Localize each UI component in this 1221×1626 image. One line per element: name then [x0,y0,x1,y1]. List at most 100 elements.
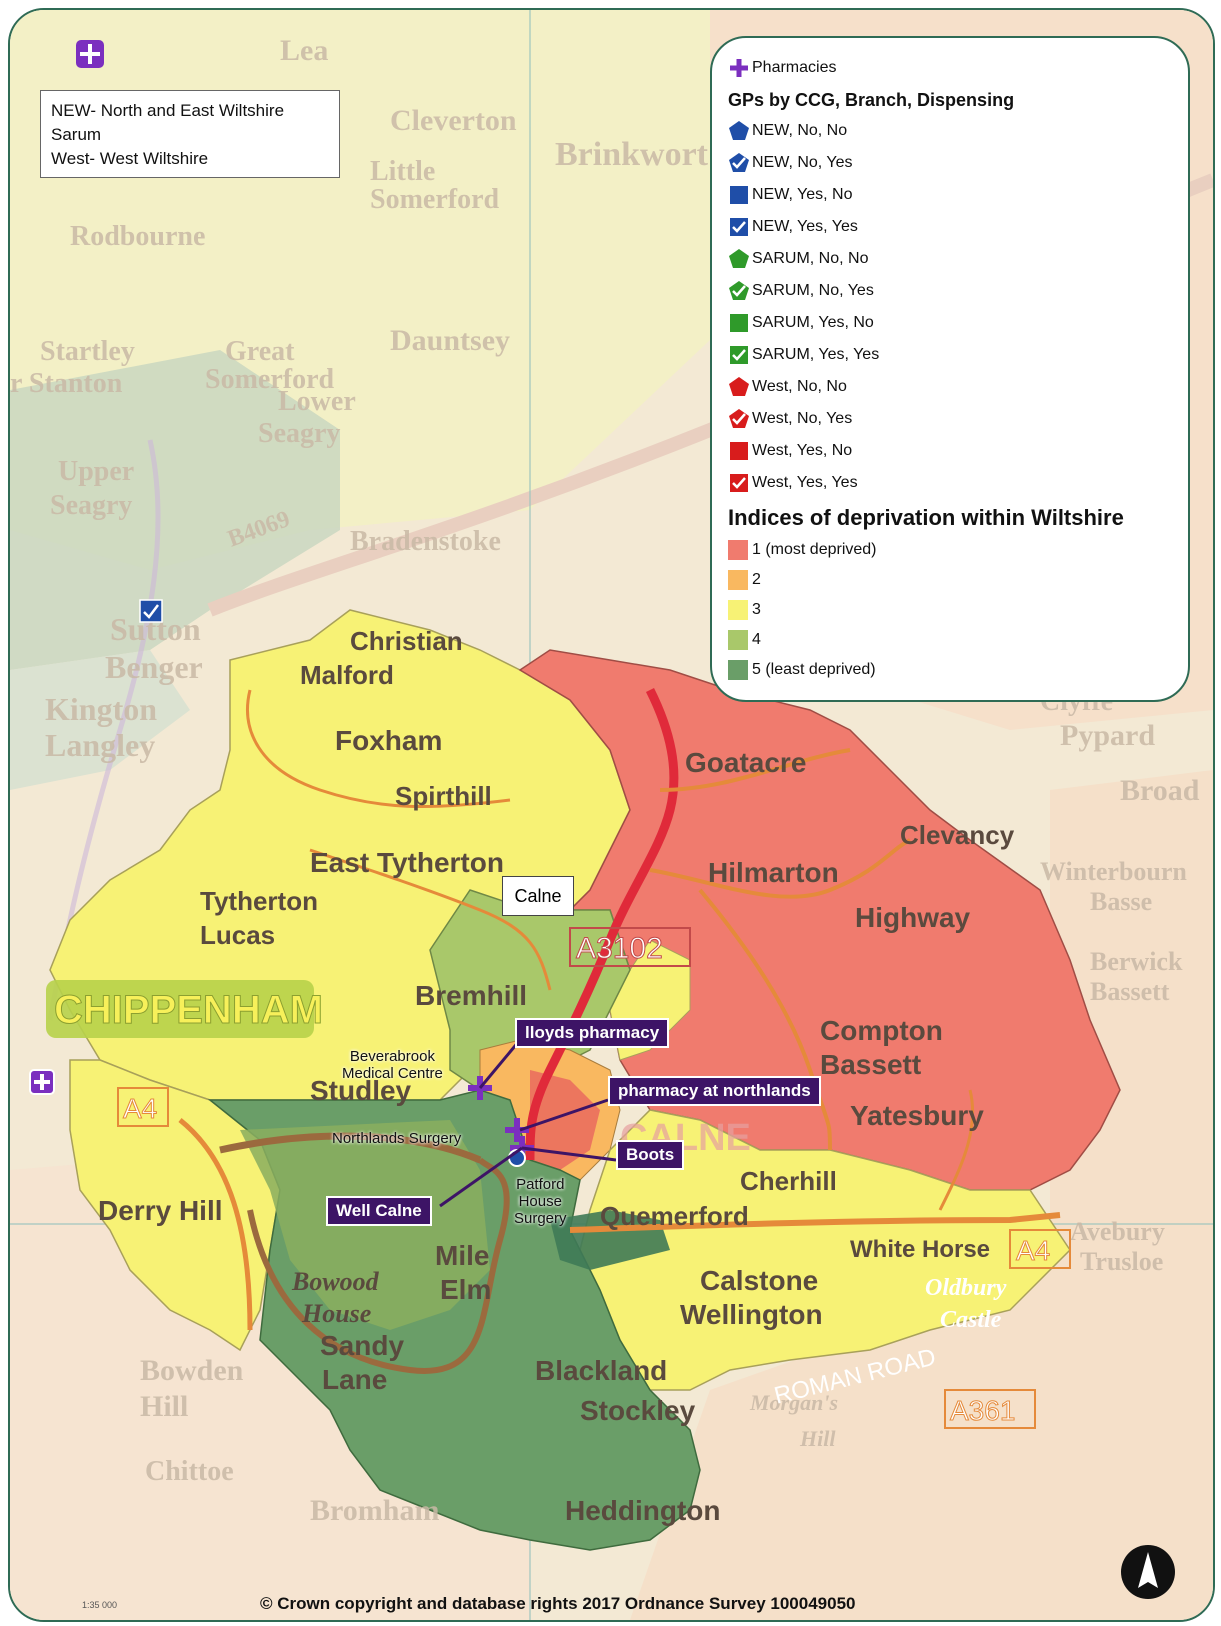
pharmacy-cross-icon [728,57,750,79]
legend-pharmacies-label: Pharmacies [752,59,837,76]
place-stanton: r Stanton [10,368,123,399]
place-bradenstoke: Bradenstoke [350,526,501,557]
legend-gp-item-label: NEW, Yes, No [752,186,853,203]
place-cleverton: Cleverton [390,104,517,137]
gp-pentagon-icon [728,248,750,270]
north-arrow-icon [1120,1544,1176,1600]
ccg-key-line-sarum: Sarum [51,125,102,144]
legend-gp-item-label: NEW, No, Yes [752,154,853,171]
legend-gp-item: SARUM, No, Yes [728,275,1174,307]
legend-deprivation-label: 3 [752,601,761,618]
place-rodbourne: Rodbourne [70,221,205,252]
callout-lloyds-pharmacy[interactable]: lloyds pharmacy [515,1018,670,1048]
legend-gp-item-label: West, Yes, No [752,442,853,459]
ccg-key-line-west: West- West Wiltshire [51,149,209,168]
place-east-tytherton: East Tytherton [310,847,504,878]
road-label-a4-right: A4 [1016,1235,1050,1266]
place-heddington: Heddington [565,1495,721,1526]
legend-gp-item-label: SARUM, Yes, Yes [752,346,880,363]
ccg-key-box: NEW- North and East Wiltshire Sarum West… [40,90,340,178]
place-broad: Broad [1120,774,1200,807]
legend-gp-item: West, No, Yes [728,403,1174,435]
legend-deprivation-swatch [728,630,748,650]
callout-pharmacy-at-northlands[interactable]: pharmacy at northlands [608,1076,821,1106]
legend-gp-item-label: NEW, No, No [752,122,848,139]
leader-northlands-pharmacy [519,1098,609,1132]
road-compton [698,888,832,1151]
place-derry-hill: Derry Hill [98,1195,223,1226]
legend-gp-item: NEW, No, Yes [728,147,1174,179]
chippenham-label-bg [46,980,314,1038]
legend-deprivation-label: 2 [752,571,761,588]
legend-deprivation-label: 4 [752,631,761,648]
road-goatacre [659,748,851,792]
place-brinkworth: Brinkwort [555,136,709,173]
deprivation-area-calne-centre-red[interactable] [530,1070,600,1170]
road-label-a361-box [944,1389,1036,1429]
road-a3102 [525,687,679,1161]
legend-deprivation-label: 1 (most deprived) [752,541,877,558]
place-highway: Highway [855,902,971,933]
pharmacy-icon-top-left[interactable] [76,40,104,73]
gp-icon-new-yes-yes[interactable] [139,599,163,623]
gp-square-icon [728,312,750,334]
road-label-a361: A361 [950,1395,1015,1426]
callout-well-calne[interactable]: Well Calne [326,1196,432,1226]
pharmacy-icon-chippenham[interactable] [29,1069,55,1095]
leader-boots [521,1146,617,1162]
place-studley: Studley [310,1075,412,1106]
gp-pentagon-icon [728,280,750,302]
legend-pharmacies: Pharmacies [728,52,1174,84]
place-lea: Lea [280,34,328,67]
legend-gp-title: GPs by CCG, Branch, Dispensing [728,90,1015,110]
legend-gp-item: NEW, No, No [728,115,1174,147]
legend-gp-item-label: West, No, No [752,378,847,395]
callout-boots[interactable]: Boots [616,1140,685,1170]
legend-gp-item: West, Yes, Yes [728,467,1174,499]
legend-gp-item: West, Yes, No [728,435,1174,467]
legend-gp-item: SARUM, Yes, Yes [728,339,1174,371]
place-pypard: Pypard [1060,719,1155,752]
gp-square-icon [728,216,750,238]
background-region-green-west [10,350,340,670]
legend-deprivation-swatch [728,570,748,590]
pharmacy-icon-northlands[interactable] [505,1118,529,1142]
place-spirthill: Spirthill [395,781,492,811]
place-chittoe: Chittoe [145,1456,234,1487]
legend-deprivation-swatch [728,540,748,560]
scale-label: 1:35 000 [82,1600,118,1610]
place-chippenham: CHIPPENHAM [54,988,323,1032]
legend-deprivation-item: 5 (least deprived) [728,655,1174,685]
gp-square-icon [728,184,750,206]
legend-gp-item: SARUM, No, No [728,243,1174,275]
road-a4-east [569,1212,1061,1233]
legend-gp-item-label: SARUM, No, Yes [752,282,874,299]
legend-deprivation-swatch [728,660,748,680]
place-bromham: Bromham [310,1494,439,1527]
place-clevancy: Clevancy [900,820,1015,850]
road-east-tytherton [309,848,552,991]
legend-deprivation-item: 4 [728,625,1174,655]
gp-square-icon [728,344,750,366]
road-bowood-north [219,1132,482,1164]
legend-deprivation-list: 1 (most deprived) 2 3 4 5 (least deprived) [728,535,1174,685]
road-yatesbury [938,1089,975,1211]
gp-square-icon [728,440,750,462]
legend-deprivation-item: 1 (most deprived) [728,535,1174,565]
